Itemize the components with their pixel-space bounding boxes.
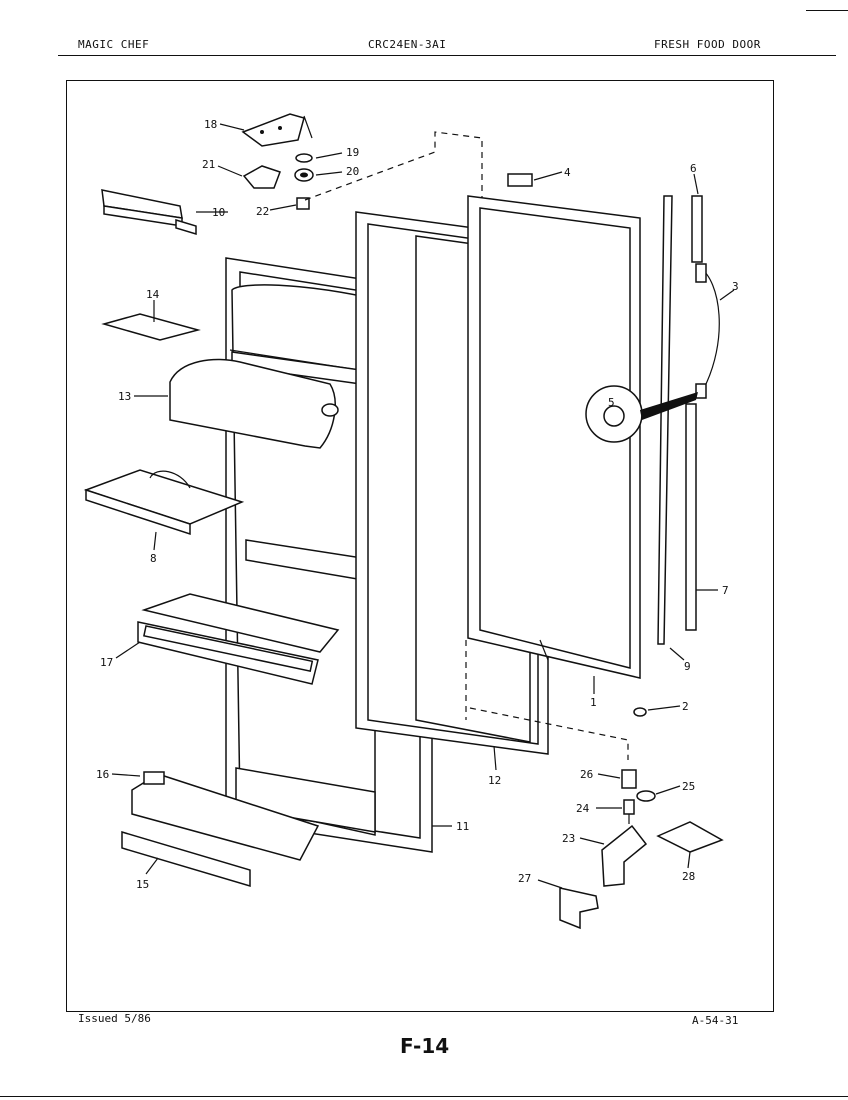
callout-16: 16 bbox=[96, 768, 109, 781]
part-3-handle bbox=[695, 263, 720, 399]
part-4-stop bbox=[507, 173, 533, 187]
callout-21: 21 bbox=[202, 158, 215, 171]
part-2-nut bbox=[633, 707, 647, 717]
callout-25: 25 bbox=[682, 780, 695, 793]
hinge-axis-line bbox=[304, 131, 483, 201]
callout-1: 1 bbox=[590, 696, 597, 709]
part-28-hinge-plate bbox=[656, 821, 724, 853]
callout-4: 4 bbox=[564, 166, 571, 179]
part-23-bottom-hinge bbox=[601, 824, 648, 887]
callout-28: 28 bbox=[682, 870, 695, 883]
corner-rule bbox=[806, 10, 848, 11]
callout-12: 12 bbox=[488, 774, 501, 787]
reference-code: A-54-31 bbox=[692, 1014, 739, 1027]
diagram-frame bbox=[66, 80, 774, 1012]
callout-7: 7 bbox=[722, 584, 729, 597]
header-model: CRC24EN-3AI bbox=[368, 38, 447, 51]
callout-20: 20 bbox=[346, 165, 359, 178]
callout-17: 17 bbox=[100, 656, 113, 669]
callout-19: 19 bbox=[346, 146, 359, 159]
part-18-top-hinge bbox=[241, 113, 313, 147]
callout-18: 18 bbox=[204, 118, 217, 131]
callout-13: 13 bbox=[118, 390, 131, 403]
callout-5: 5 bbox=[608, 396, 615, 409]
part-16-bottom-bin bbox=[131, 771, 320, 861]
callout-10: 10 bbox=[212, 206, 225, 219]
header-rule bbox=[58, 55, 836, 56]
part-7-handle-strip bbox=[685, 403, 697, 631]
part-6-handle-cap bbox=[691, 195, 703, 263]
leader-lines bbox=[111, 123, 735, 889]
part-20-bushing bbox=[294, 168, 314, 182]
callout-2: 2 bbox=[682, 700, 689, 713]
header-section: FRESH FOOD DOOR bbox=[654, 38, 761, 51]
part-14-tray bbox=[101, 313, 201, 341]
part-17-door-bin bbox=[137, 593, 340, 685]
part-8-egg-tray bbox=[83, 469, 245, 536]
bottom-rule bbox=[0, 1096, 848, 1097]
part-24-pin bbox=[623, 799, 635, 824]
callout-23: 23 bbox=[562, 832, 575, 845]
callout-14: 14 bbox=[146, 288, 160, 301]
callout-3: 3 bbox=[732, 280, 739, 293]
callout-9: 9 bbox=[684, 660, 691, 673]
part-13-dairy-door bbox=[169, 358, 339, 449]
callout-6: 6 bbox=[690, 162, 697, 175]
callout-15: 15 bbox=[136, 878, 149, 891]
part-15-bin-trim bbox=[121, 830, 251, 888]
callout-8: 8 bbox=[150, 552, 157, 565]
page-number: F-14 bbox=[400, 1034, 450, 1058]
part-26-bushing bbox=[621, 769, 637, 789]
issued-date: Issued 5/86 bbox=[78, 1012, 151, 1025]
callout-26: 26 bbox=[580, 768, 593, 781]
callout-22: 22 bbox=[256, 205, 269, 218]
part-27-bracket bbox=[559, 887, 599, 930]
header-brand: MAGIC CHEF bbox=[78, 38, 150, 51]
part-22-block bbox=[296, 197, 310, 210]
part-21-hinge-plate bbox=[242, 165, 281, 189]
callout-labels: 18 19 20 21 22 10 4 6 3 14 13 5 8 17 7 9… bbox=[96, 118, 739, 891]
part-9-trim-strip bbox=[657, 195, 673, 645]
part-1-door-panel bbox=[467, 195, 641, 679]
part-25-washer bbox=[636, 790, 656, 802]
part-5-screw-detail bbox=[585, 385, 698, 443]
part-19-washer bbox=[295, 153, 313, 163]
part-10-bracket bbox=[101, 189, 197, 236]
callout-27: 27 bbox=[518, 872, 531, 885]
callout-11: 11 bbox=[456, 820, 469, 833]
callout-24: 24 bbox=[576, 802, 590, 815]
